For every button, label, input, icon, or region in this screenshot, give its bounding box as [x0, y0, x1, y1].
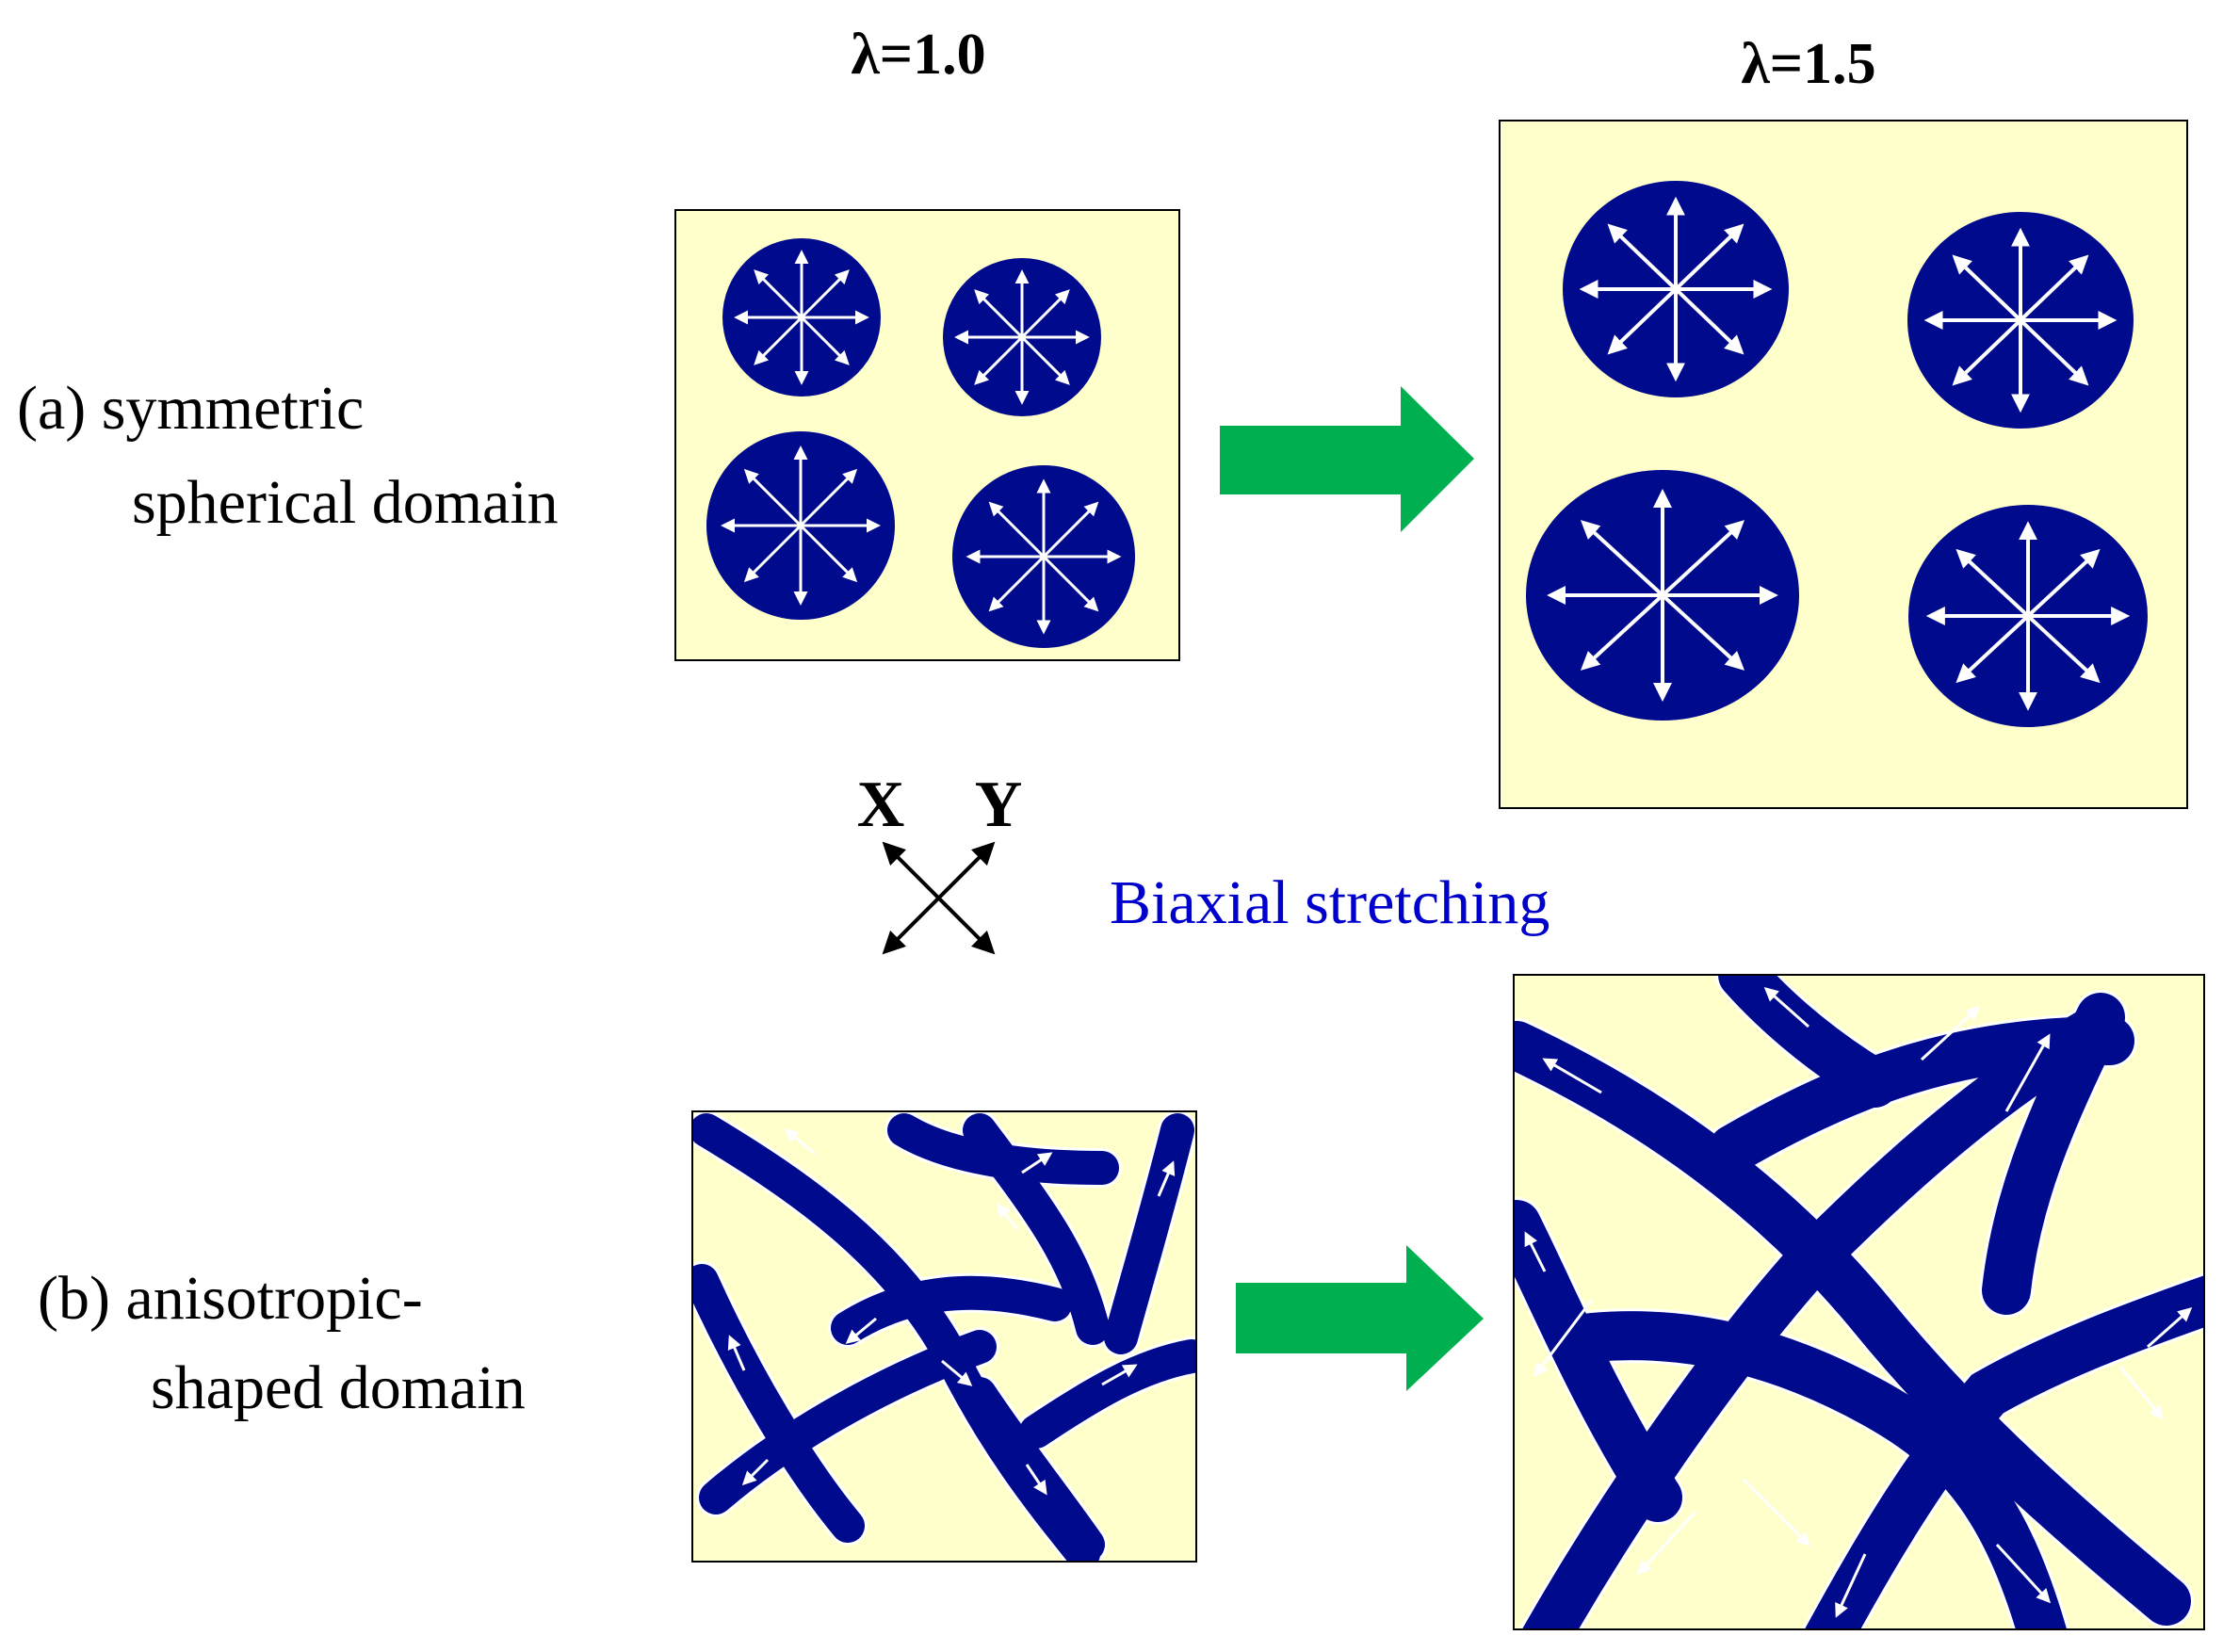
radial-arrow — [1042, 555, 1099, 612]
anisotropic-domain — [1514, 1021, 2191, 1626]
radial-arrow — [2026, 614, 2101, 684]
radial-arrow — [1020, 335, 1070, 385]
anisotropic-domain — [1514, 1200, 1682, 1522]
radial-arrow — [2026, 548, 2101, 618]
anisotropic-domain — [887, 1113, 1119, 1185]
anisotropic-domain — [1718, 975, 1899, 1108]
axis-y-label: Y — [975, 769, 1023, 841]
radial-arrow — [1607, 287, 1678, 355]
radial-arrow — [1952, 254, 2022, 322]
radial-arrow — [1955, 614, 2030, 684]
radial-arrow — [1952, 318, 2022, 386]
radial-arrow — [1674, 223, 1744, 291]
right-arrow-icon — [1220, 386, 1474, 532]
radial-arrow — [988, 555, 1046, 612]
anisotropic-domain — [1522, 1002, 2125, 1629]
row-b-label-line2: shaped domain — [151, 1353, 526, 1422]
radial-arrow — [800, 316, 850, 365]
lambda-stretched-label: λ=1.5 — [1741, 32, 1875, 96]
radial-arrow — [799, 524, 858, 583]
radial-arrow — [743, 524, 803, 583]
spherical-stretched-box — [1499, 120, 2188, 809]
radial-arrow — [1674, 287, 1744, 355]
anisotropic-domain — [692, 1264, 865, 1543]
anisotropic-stretched-box — [1513, 974, 2205, 1630]
radial-arrow — [800, 269, 850, 319]
radial-arrow — [974, 335, 1024, 385]
anisotropic-domain — [1567, 1311, 2068, 1629]
row-b-label-line1: (b) anisotropic- — [38, 1264, 423, 1333]
anisotropic-domain — [1104, 1113, 1194, 1354]
radial-arrow — [799, 468, 858, 527]
anisotropic-domain — [963, 1377, 1105, 1562]
anisotropic-domain — [1019, 1339, 1196, 1449]
radial-arrow — [754, 316, 803, 365]
spherical-domain — [1907, 212, 2134, 429]
radial-arrow — [754, 269, 803, 319]
radial-arrow — [1955, 548, 2030, 618]
spherical-domain — [1526, 470, 1799, 721]
radial-arrow — [1607, 223, 1678, 291]
radial-arrow — [1661, 520, 1745, 597]
radial-arrow — [974, 289, 1024, 339]
radial-arrow — [743, 468, 803, 527]
spherical-initial-box — [674, 209, 1180, 661]
row-a-label-line1: (a) symmetric — [17, 374, 364, 443]
anisotropic-domain — [1805, 1275, 2204, 1629]
crossed-double-arrows-icon — [882, 841, 996, 955]
anisotropic-initial-box — [691, 1110, 1197, 1563]
axis-x-label: X — [857, 769, 905, 841]
spherical-domain — [1563, 181, 1789, 397]
spherical-domain — [943, 258, 1101, 416]
biaxial-stretching-label: Biaxial stretching — [1110, 868, 1550, 937]
spherical-domain — [706, 431, 895, 620]
anisotropic-domain — [1709, 1016, 2134, 1174]
radial-arrow — [988, 501, 1046, 559]
right-arrow-icon — [1236, 1245, 1484, 1391]
radial-arrow — [1042, 501, 1099, 559]
radial-arrow — [2019, 254, 2089, 322]
radial-arrow — [2019, 318, 2089, 386]
spherical-domain — [1908, 505, 2148, 727]
anisotropic-domain — [831, 1275, 1072, 1345]
radial-arrow — [1020, 289, 1070, 339]
row-a-label-line2: spherical domain — [132, 468, 559, 537]
radial-arrow — [1580, 520, 1664, 597]
radial-arrow — [1580, 593, 1664, 671]
radial-arrow — [1661, 593, 1745, 671]
lambda-initial-label: λ=1.0 — [851, 23, 985, 87]
spherical-domain — [722, 238, 881, 397]
spherical-domain — [952, 465, 1135, 648]
anisotropic-domain — [1982, 993, 2125, 1315]
